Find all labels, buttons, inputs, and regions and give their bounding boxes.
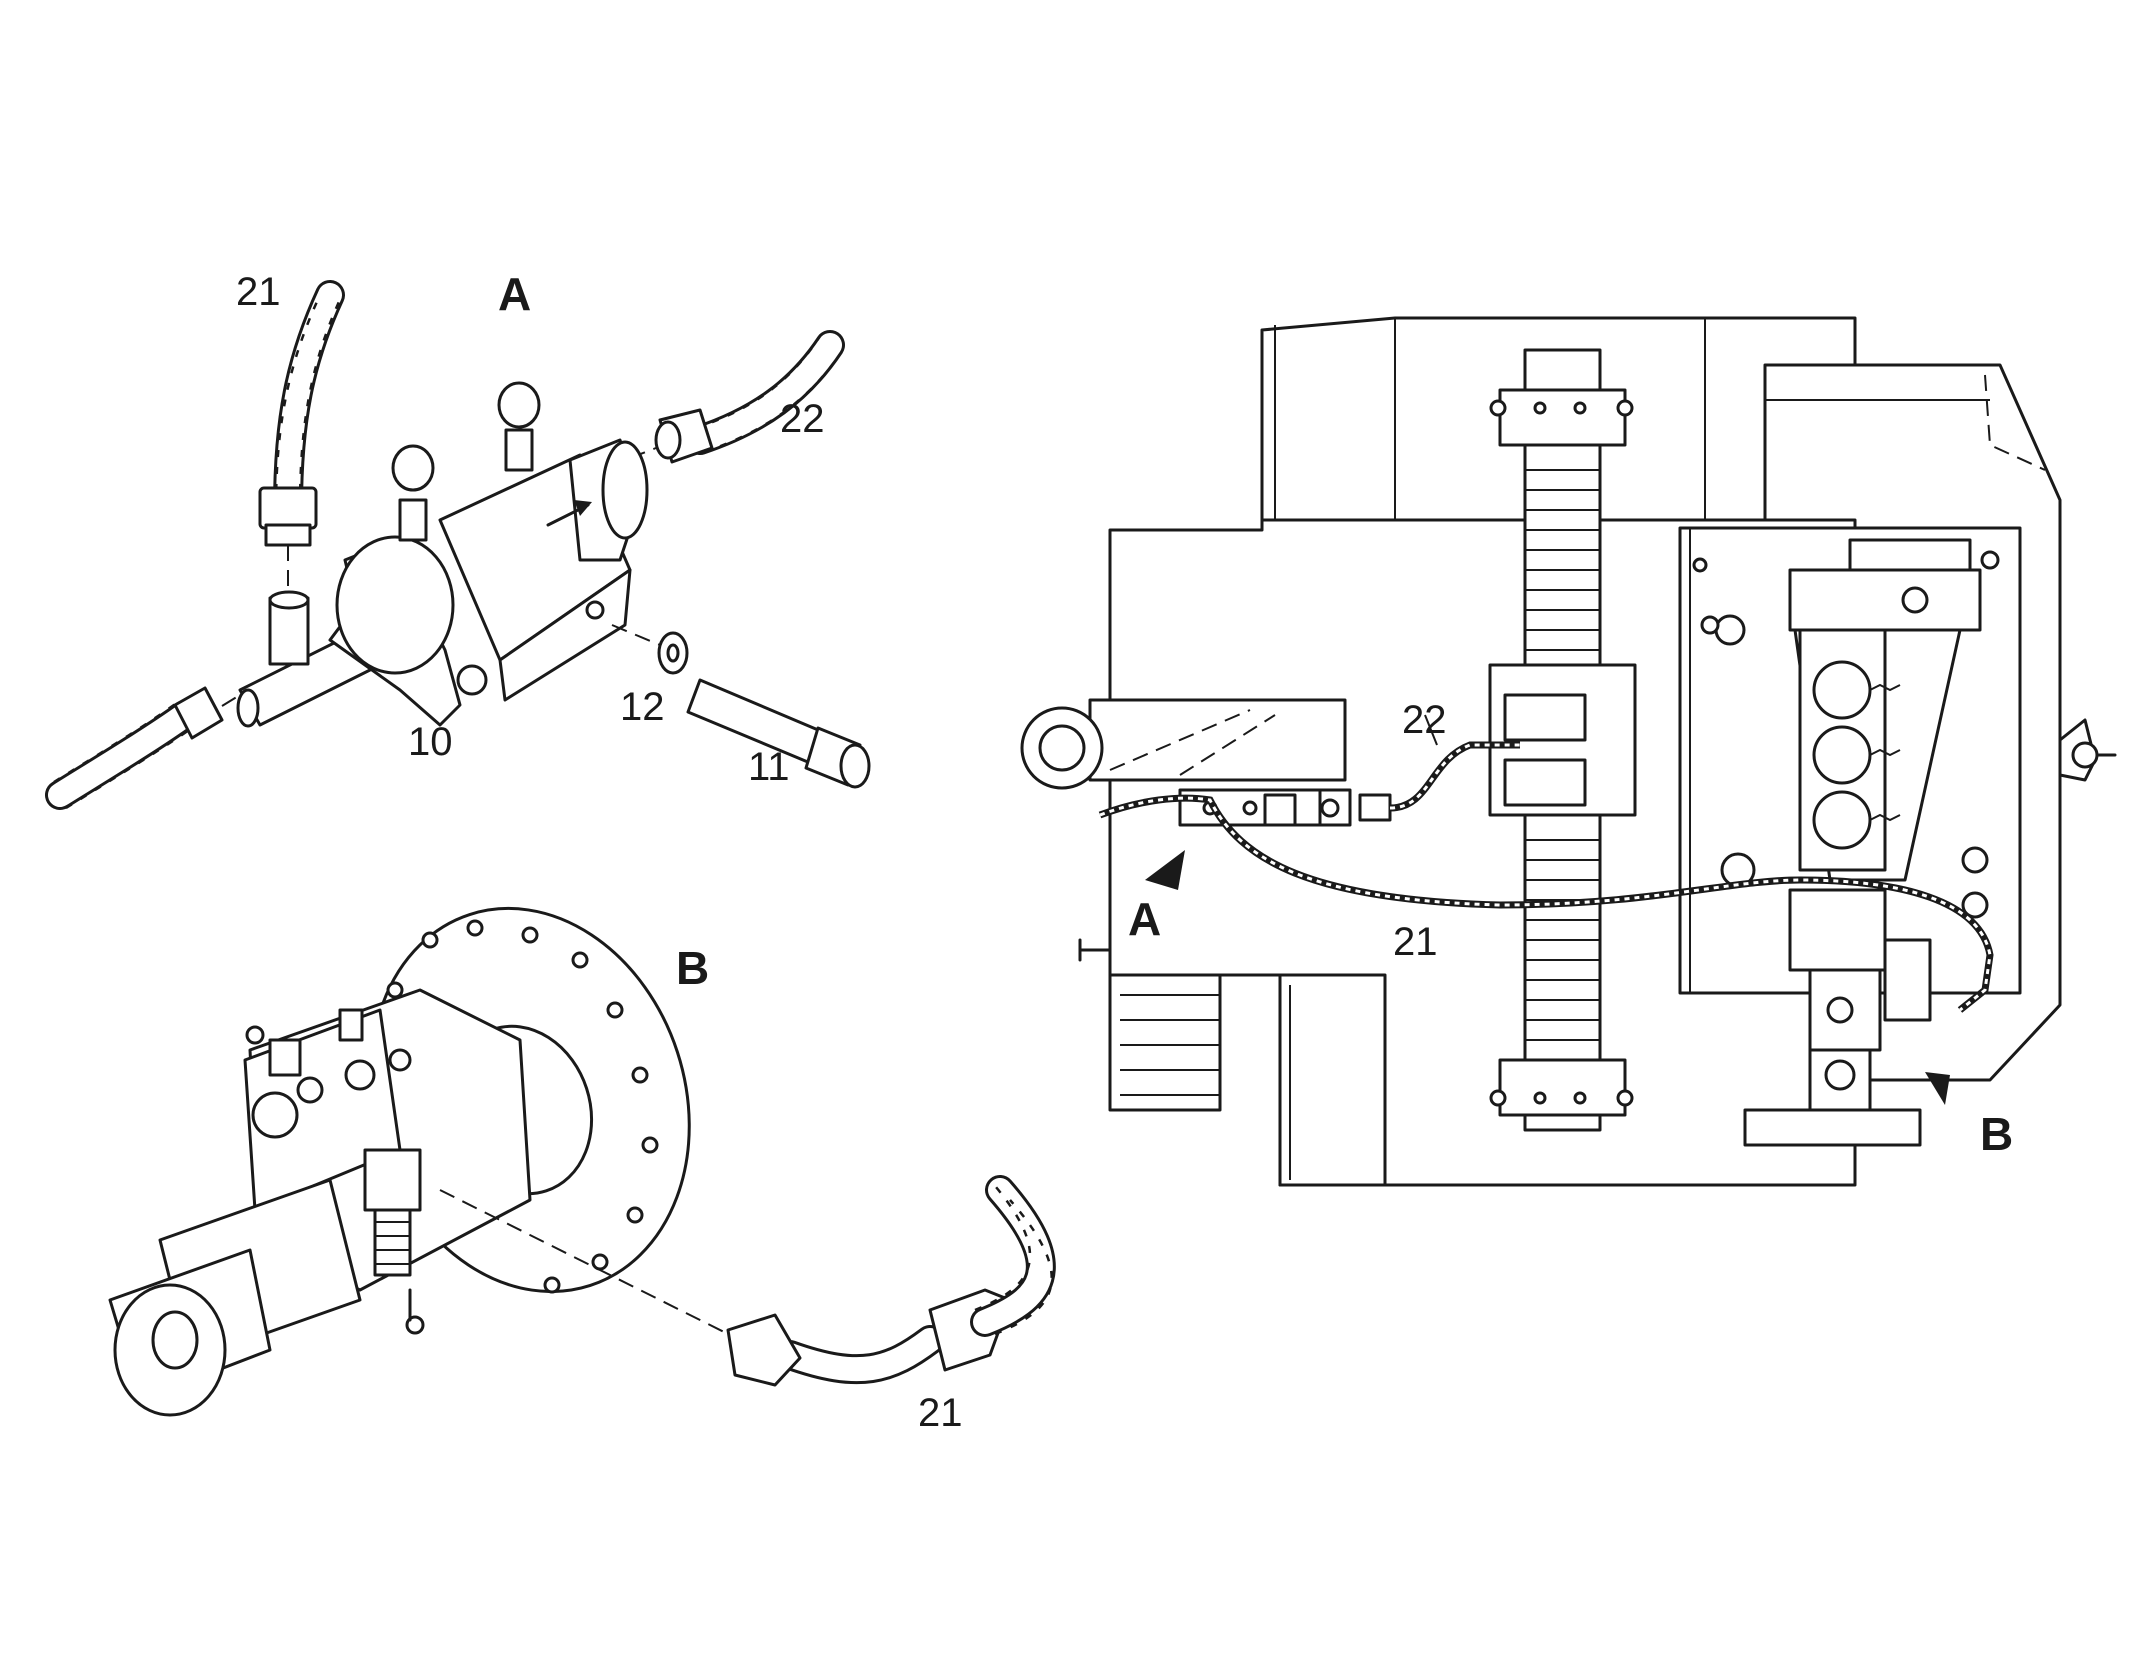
- detail-b: B 21: [108, 906, 1056, 1435]
- main-assembly-view: A B 22 21: [1020, 316, 2117, 1187]
- label-a-hose-22: 22: [780, 397, 825, 441]
- detail-a-valve-10: [328, 381, 649, 727]
- detail-a-washer-12: [611, 624, 689, 675]
- main-chain: [1488, 348, 1637, 1132]
- detail-a-hose-22: [629, 330, 845, 464]
- detail-b-pump: [108, 988, 532, 1417]
- detail-b-connection-line: [439, 1189, 731, 1336]
- label-main-hose-21: 21: [1393, 920, 1438, 964]
- detail-a-lower-hose: [45, 686, 249, 810]
- main-lower-pump: [1788, 888, 1932, 1112]
- label-a-hose-21: 21: [236, 270, 281, 314]
- detail-a-tee-fitting: [236, 590, 382, 728]
- label-a-bolt-11: 11: [748, 745, 790, 789]
- main-hose-22: [1389, 714, 1520, 812]
- main-left-arm: [1020, 698, 1347, 790]
- label-a-valve-10: 10: [408, 720, 453, 764]
- main-arrow-a-icon: [1145, 850, 1185, 890]
- label-main-hose-22: 22: [1402, 698, 1447, 742]
- label-a-washer-12: 12: [620, 685, 665, 729]
- detail-b-hose-21: [726, 1175, 1056, 1387]
- main-steps: [1078, 938, 1222, 1112]
- main-arrow-b-icon: [1925, 1072, 1950, 1105]
- main-hose-21: [1098, 794, 1994, 1013]
- label-main-arrow-a: A: [1128, 893, 1161, 945]
- label-view-b: B: [676, 942, 709, 994]
- main-cylinder: [1692, 538, 2000, 919]
- main-right-lug: [2058, 718, 2117, 782]
- detail-a-hose-21: [258, 280, 345, 598]
- main-valve-manifold: [1178, 788, 1392, 827]
- label-view-a: A: [498, 268, 531, 320]
- detail-a: 21 A 22 10 12 11: [45, 268, 871, 810]
- label-b-hose-21: 21: [918, 1391, 963, 1435]
- detail-a-bolt-11: [686, 678, 871, 789]
- label-main-arrow-b: B: [1980, 1108, 2013, 1160]
